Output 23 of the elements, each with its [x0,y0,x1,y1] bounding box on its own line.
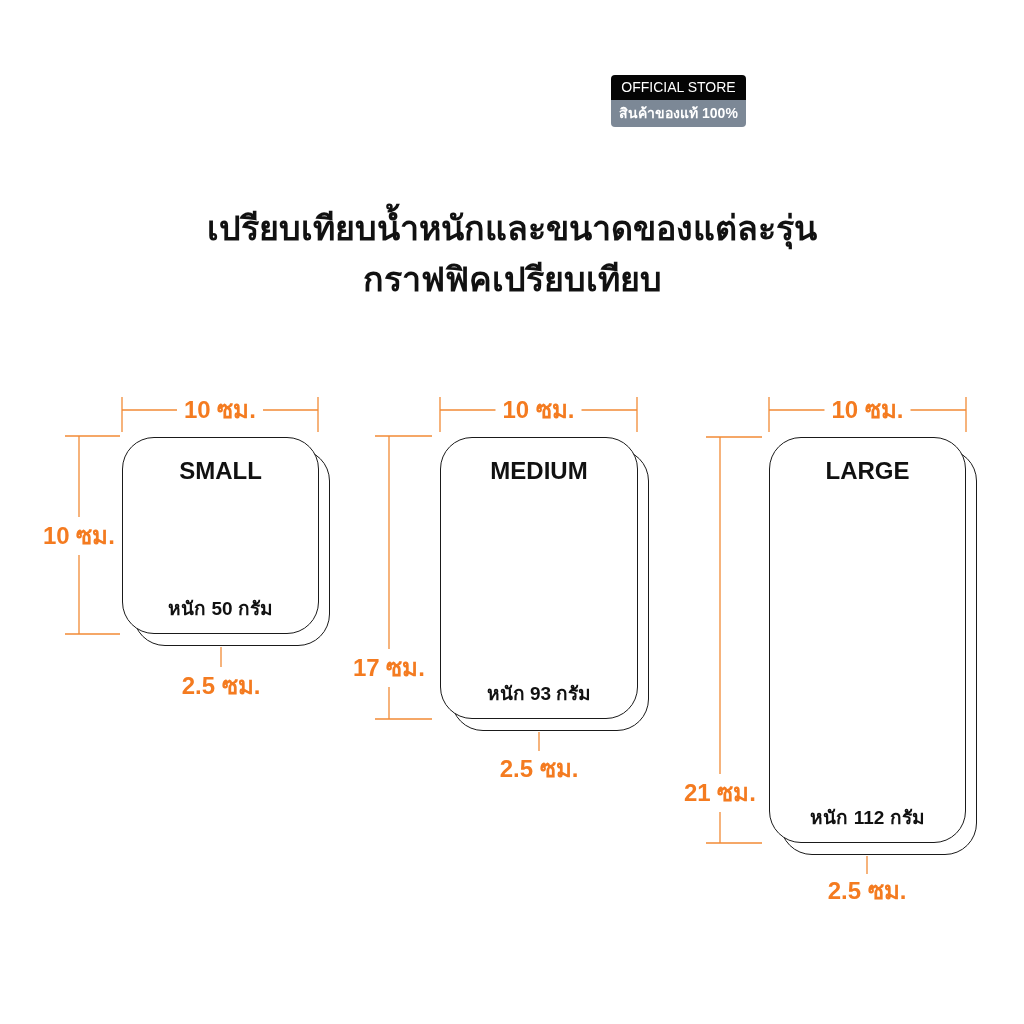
product-panel [440,437,638,719]
product-panel [769,437,966,843]
dimension-label: 10 ซม. [43,523,115,549]
badge-heading: OFFICIAL STORE [611,75,746,100]
weight-text: หนัก 93 กรัม [486,682,592,706]
dimension-label: 21 ซม. [684,780,756,806]
store-badge [611,75,746,127]
dimension-label: 2.5 ซม. [499,756,579,782]
dimension-label: 17 ซม. [353,655,425,681]
size-name: LARGE [825,457,910,485]
page-subtitle: กราฟฟิคเปรียบเทียบ [362,259,662,300]
dimension-label: 2.5 ซม. [181,673,261,699]
badge-subheading: สินค้าของแท้ 100% [611,100,746,127]
dimension-label: 10 ซม. [831,397,904,423]
dimension-label: 2.5 ซม. [827,878,907,904]
product-panel [122,437,319,634]
page-title: เปรียบเทียบน้ำหนักและขนาดของแต่ละรุ่น [207,203,817,253]
dimension-label: 10 ซม. [184,397,256,423]
dimension-label: 10 ซม. [502,397,575,423]
size-name: SMALL [179,457,262,485]
size-name: MEDIUM [490,457,588,485]
weight-text: หนัก 50 กรัม [168,597,273,621]
weight-text: หนัก 112 กรัม [810,806,925,830]
